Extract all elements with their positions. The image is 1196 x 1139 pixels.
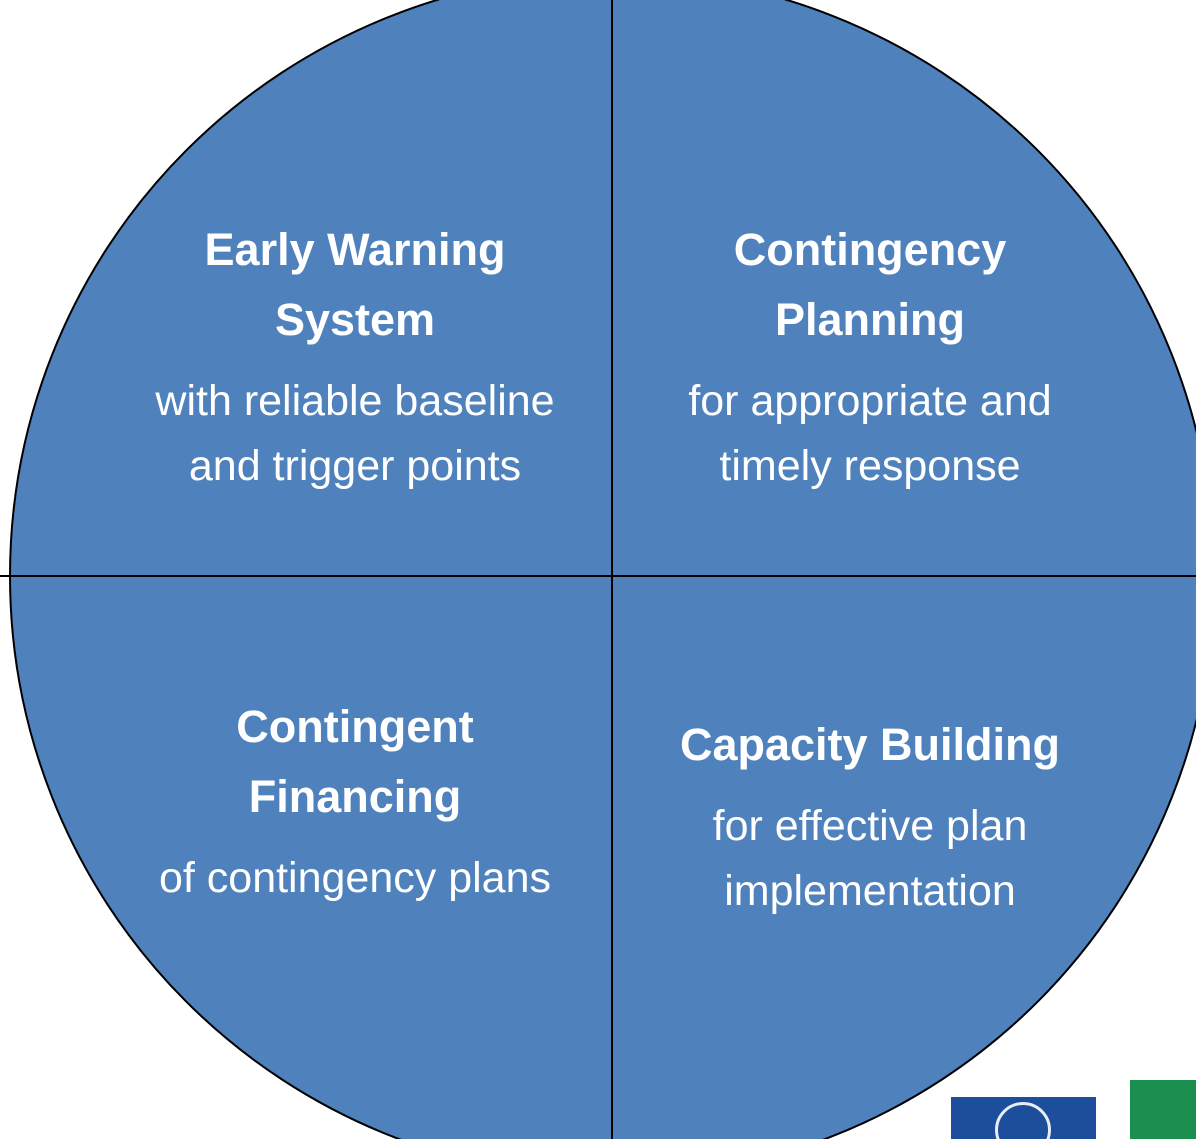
quadrant-subtitle: with reliable baseline and trigger point… xyxy=(155,377,555,490)
quadrant-contingency-planning: Contingency Planning for appropriate and… xyxy=(620,215,1120,499)
quadrant-title: Capacity Building xyxy=(679,719,1061,770)
circle-background xyxy=(9,0,1196,1139)
quadrant-early-warning-system: Early Warning System with reliable basel… xyxy=(105,215,605,499)
emblem-ring xyxy=(995,1102,1051,1139)
quadrant-capacity-building: Capacity Building for effective plan imp… xyxy=(620,710,1120,924)
quadrant-title: Contingency Planning xyxy=(733,224,1007,345)
quadrant-subtitle: for appropriate and timely response xyxy=(688,377,1052,490)
green-logo-icon xyxy=(1130,1080,1196,1139)
quadrant-subtitle: of contingency plans xyxy=(158,854,552,902)
quadrant-title: Early Warning System xyxy=(204,224,506,345)
quadrant-title: Contingent Financing xyxy=(236,701,474,822)
quadrant-subtitle: for effective plan implementation xyxy=(712,802,1028,915)
emblem-logo-icon xyxy=(951,1097,1096,1139)
quadrant-contingent-financing: Contingent Financing of contingency plan… xyxy=(105,692,605,911)
